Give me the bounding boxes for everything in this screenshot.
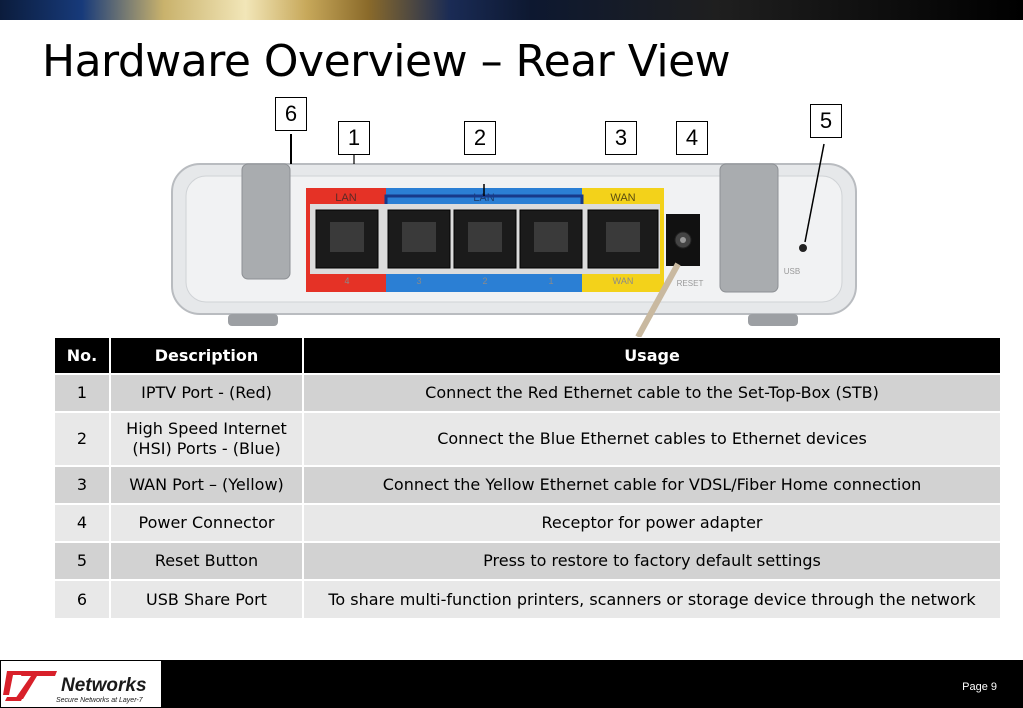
cell-description: Reset Button bbox=[110, 541, 304, 580]
port-number-4: 4 bbox=[344, 276, 349, 286]
l7-logo-icon: Networks Secure Networks at Layer-7 bbox=[3, 671, 147, 704]
label-wan: WAN bbox=[610, 192, 635, 204]
cell-no: 1 bbox=[55, 373, 111, 412]
port-number-3: 3 bbox=[416, 276, 421, 286]
cell-no: 3 bbox=[55, 465, 111, 504]
table-row: 5 Reset Button Press to restore to facto… bbox=[55, 541, 1000, 580]
logo-tagline: Secure Networks at Layer-7 bbox=[56, 697, 144, 704]
callout-1: 1 bbox=[338, 121, 370, 155]
table-header-row: No. Description Usage bbox=[55, 338, 1000, 374]
router-foot-left bbox=[228, 314, 278, 326]
port-lan-1 bbox=[519, 209, 583, 269]
reset-text: RESET bbox=[677, 279, 704, 288]
usb-text: USB bbox=[784, 267, 800, 276]
cell-usage: Connect the Yellow Ethernet cable for VD… bbox=[303, 465, 1000, 504]
callout-3: 3 bbox=[605, 121, 637, 155]
label-lan-red: LAN bbox=[335, 192, 356, 204]
router-rear-image: LAN LAN WAN 4 3 2 1 WAN bbox=[160, 92, 880, 337]
cell-description: USB Share Port bbox=[110, 579, 304, 618]
table-row: 1 IPTV Port - (Red) Connect the Red Ethe… bbox=[55, 373, 1000, 412]
top-banner bbox=[0, 0, 1023, 20]
callout-2: 2 bbox=[464, 121, 496, 155]
usb-port bbox=[799, 244, 807, 252]
port-wan bbox=[587, 209, 659, 269]
cell-no: 5 bbox=[55, 541, 111, 580]
antenna-left bbox=[241, 163, 291, 280]
cell-description: WAN Port – (Yellow) bbox=[110, 465, 304, 504]
table-row: 4 Power Connector Receptor for power ada… bbox=[55, 503, 1000, 542]
antenna-right bbox=[719, 163, 779, 293]
footer-bar bbox=[0, 660, 1023, 708]
header-description: Description bbox=[110, 338, 304, 374]
router-foot-right bbox=[748, 314, 798, 326]
cell-usage: Connect the Red Ethernet cable to the Se… bbox=[303, 373, 1000, 412]
port-number-wan: WAN bbox=[613, 276, 634, 286]
table-row: 2 High Speed Internet (HSI) Ports - (Blu… bbox=[55, 411, 1000, 466]
cell-description: IPTV Port - (Red) bbox=[110, 373, 304, 412]
cell-no: 6 bbox=[55, 579, 111, 618]
company-logo: Networks Secure Networks at Layer-7 bbox=[1, 661, 161, 707]
cell-description: Power Connector bbox=[110, 503, 304, 542]
callout-4: 4 bbox=[676, 121, 708, 155]
router-illustration: LAN LAN WAN 4 3 2 1 WAN bbox=[171, 134, 857, 337]
cell-no: 4 bbox=[55, 503, 111, 542]
cell-usage: Connect the Blue Ethernet cables to Ethe… bbox=[303, 411, 1000, 466]
port-number-2: 2 bbox=[482, 276, 487, 286]
logo-brand: Networks bbox=[61, 675, 147, 696]
table-row: 6 USB Share Port To share multi-function… bbox=[55, 579, 1000, 618]
port-number-1: 1 bbox=[548, 276, 553, 286]
header-usage: Usage bbox=[303, 338, 1000, 374]
cell-usage: Receptor for power adapter bbox=[303, 503, 1000, 542]
cell-usage: To share multi-function printers, scanne… bbox=[303, 579, 1000, 618]
table-row: 3 WAN Port – (Yellow) Connect the Yellow… bbox=[55, 465, 1000, 504]
cell-usage: Press to restore to factory default sett… bbox=[303, 541, 1000, 580]
callout-6: 6 bbox=[275, 97, 307, 131]
hardware-table: No. Description Usage 1 IPTV Port - (Red… bbox=[55, 338, 1000, 618]
slide-title: Hardware Overview – Rear View bbox=[42, 36, 731, 87]
cell-description: High Speed Internet (HSI) Ports - (Blue) bbox=[110, 411, 304, 466]
callout-5: 5 bbox=[810, 104, 842, 138]
page-number: Page 9 bbox=[962, 681, 997, 693]
header-no: No. bbox=[55, 338, 111, 374]
cell-no: 2 bbox=[55, 411, 111, 466]
